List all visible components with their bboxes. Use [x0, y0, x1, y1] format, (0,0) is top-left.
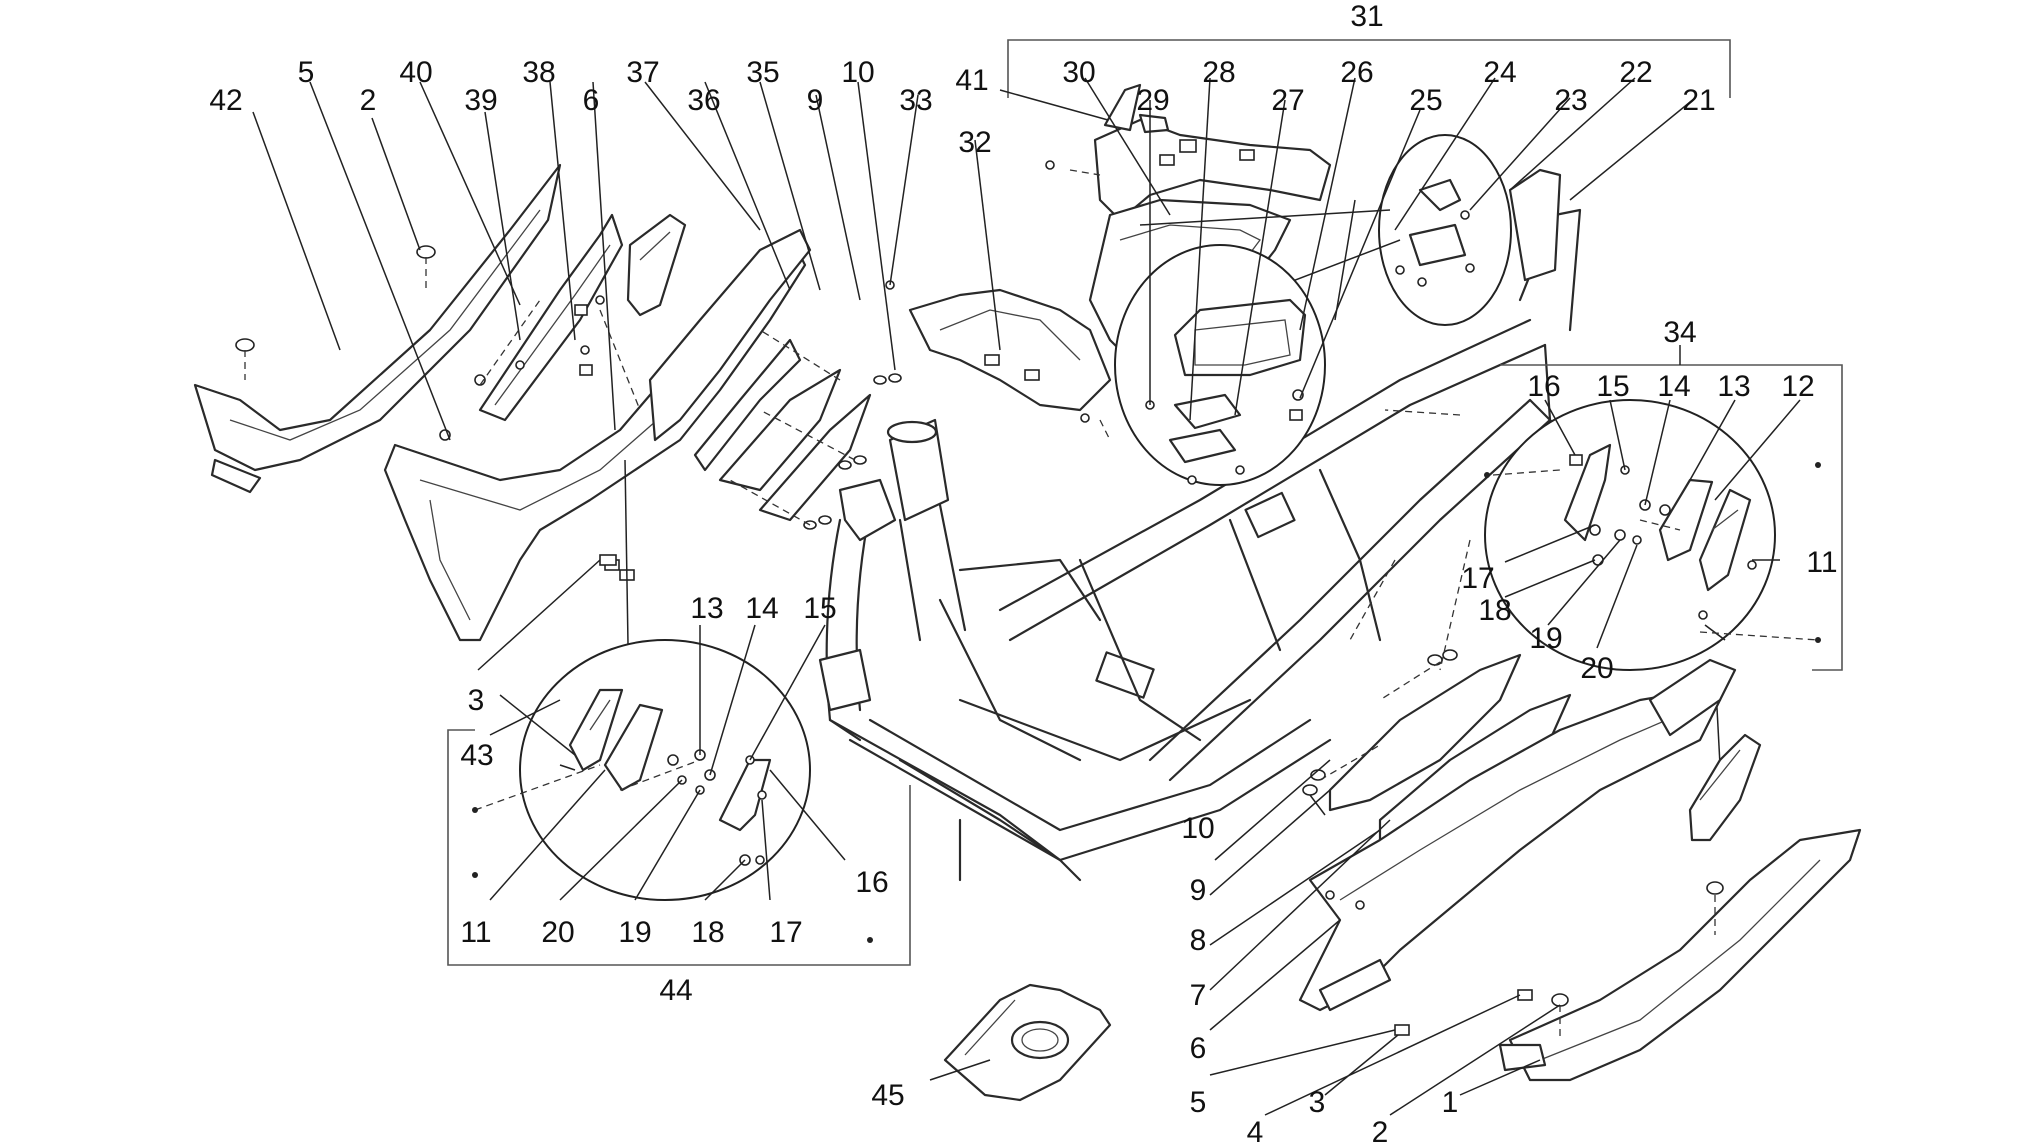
label-26: 26 — [1340, 56, 1373, 89]
label-9-top: 9 — [807, 84, 824, 117]
label-37: 37 — [626, 56, 659, 89]
label-4: 4 — [1247, 1116, 1264, 1148]
label-18-right: 18 — [1478, 594, 1511, 627]
label-27: 27 — [1271, 84, 1304, 117]
label-21: 21 — [1682, 84, 1715, 117]
label-36: 36 — [687, 84, 720, 117]
label-39: 39 — [464, 84, 497, 117]
label-43: 43 — [460, 739, 493, 772]
detail-callout-right-step — [1484, 399, 1821, 766]
label-5-bottom: 5 — [1190, 1086, 1207, 1119]
label-41: 41 — [955, 64, 988, 97]
label-19-left: 19 — [618, 916, 651, 949]
label-13-left: 13 — [690, 592, 723, 625]
part-45-tray — [943, 983, 1112, 1102]
detail-callout-left-step — [472, 459, 873, 943]
label-7: 7 — [1190, 979, 1207, 1012]
label-19-right: 19 — [1529, 622, 1562, 655]
label-20-right: 20 — [1580, 652, 1613, 685]
label-3-left: 3 — [468, 684, 485, 717]
label-1: 1 — [1442, 1086, 1459, 1119]
label-42: 42 — [209, 84, 242, 117]
label-10-bottom: 10 — [1181, 812, 1214, 845]
label-2-bottom: 2 — [1372, 1116, 1389, 1148]
label-23: 23 — [1554, 84, 1587, 117]
label-16-right: 16 — [1527, 370, 1560, 403]
label-10-top: 10 — [841, 56, 874, 89]
label-24: 24 — [1483, 56, 1516, 89]
part-number-labels: 42 5 2 40 39 38 6 37 36 35 9 10 33 41 32… — [209, 0, 1837, 1148]
label-25: 25 — [1409, 84, 1442, 117]
label-15-left: 15 — [803, 592, 836, 625]
label-30: 30 — [1062, 56, 1095, 89]
label-6-top: 6 — [583, 84, 600, 117]
scooter-frame — [818, 168, 1582, 882]
detail-callout-lid — [1114, 199, 1356, 486]
label-40: 40 — [399, 56, 432, 89]
label-31: 31 — [1350, 0, 1383, 33]
label-16-left: 16 — [855, 866, 888, 899]
label-9-bottom: 9 — [1190, 874, 1207, 907]
label-29: 29 — [1136, 84, 1169, 117]
label-3-bottom: 3 — [1309, 1086, 1326, 1119]
label-15-right: 15 — [1596, 370, 1629, 403]
label-28: 28 — [1202, 56, 1235, 89]
label-8: 8 — [1190, 924, 1207, 957]
assembly-guides — [244, 169, 1716, 1040]
left-side-panels — [193, 163, 902, 642]
detail-callout-hinge — [1139, 134, 1512, 326]
label-33: 33 — [899, 84, 932, 117]
label-14-left: 14 — [745, 592, 778, 625]
label-13-right: 13 — [1717, 370, 1750, 403]
label-5-top: 5 — [298, 56, 315, 89]
label-35: 35 — [746, 56, 779, 89]
label-2-top: 2 — [360, 84, 377, 117]
label-17-left: 17 — [769, 916, 802, 949]
right-side-panels — [1298, 649, 1862, 1082]
label-14-right: 14 — [1657, 370, 1690, 403]
label-11-right: 11 — [1806, 546, 1837, 579]
leader-lines — [252, 77, 1801, 1116]
label-18-left: 18 — [691, 916, 724, 949]
group-brackets — [447, 39, 1843, 966]
label-22: 22 — [1619, 56, 1652, 89]
label-38: 38 — [522, 56, 555, 89]
label-11-left: 11 — [460, 916, 491, 949]
label-6-bottom: 6 — [1190, 1032, 1207, 1065]
label-44: 44 — [659, 974, 692, 1007]
label-34: 34 — [1663, 316, 1696, 349]
label-32: 32 — [958, 126, 991, 159]
label-12: 12 — [1781, 370, 1814, 403]
label-45: 45 — [871, 1079, 904, 1112]
label-20-left: 20 — [541, 916, 574, 949]
label-17-right: 17 — [1461, 562, 1494, 595]
